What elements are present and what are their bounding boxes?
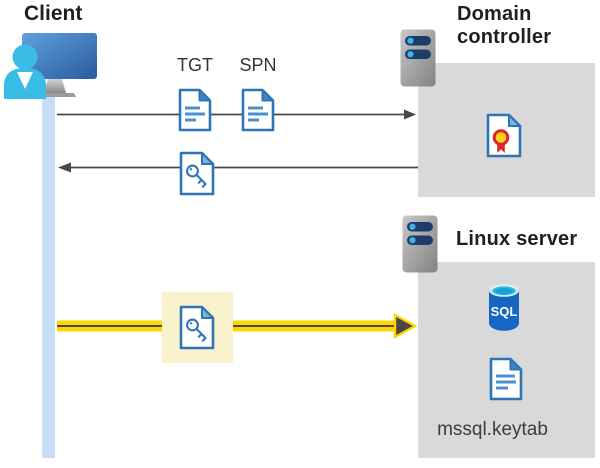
linux-server-label: Linux server [456, 228, 578, 250]
key-file-icon [179, 151, 215, 196]
spn-ticket-file-icon [241, 88, 275, 132]
client-label: Client [24, 2, 83, 25]
sql-database-icon: SQL [489, 284, 519, 331]
server-icon [400, 29, 436, 87]
keytab-filename-label: mssql.keytab [437, 419, 548, 440]
tgt-label: TGT [177, 55, 213, 75]
client-timeline-bar [42, 90, 55, 458]
spn-label: SPN [239, 55, 277, 75]
certificate-icon [486, 113, 522, 158]
key-file-icon [179, 305, 215, 350]
keytab-file-icon [489, 357, 523, 401]
sql-label: SQL [491, 304, 518, 319]
server-icon [402, 215, 438, 273]
client-workstation-icon [4, 33, 97, 99]
domain-controller-label: Domain controller [457, 3, 552, 49]
ticket-request-arrow [57, 109, 416, 120]
tgt-ticket-file-icon [178, 88, 212, 132]
ticket-response-arrow [58, 162, 418, 173]
sql-auth-arrow [57, 312, 418, 340]
